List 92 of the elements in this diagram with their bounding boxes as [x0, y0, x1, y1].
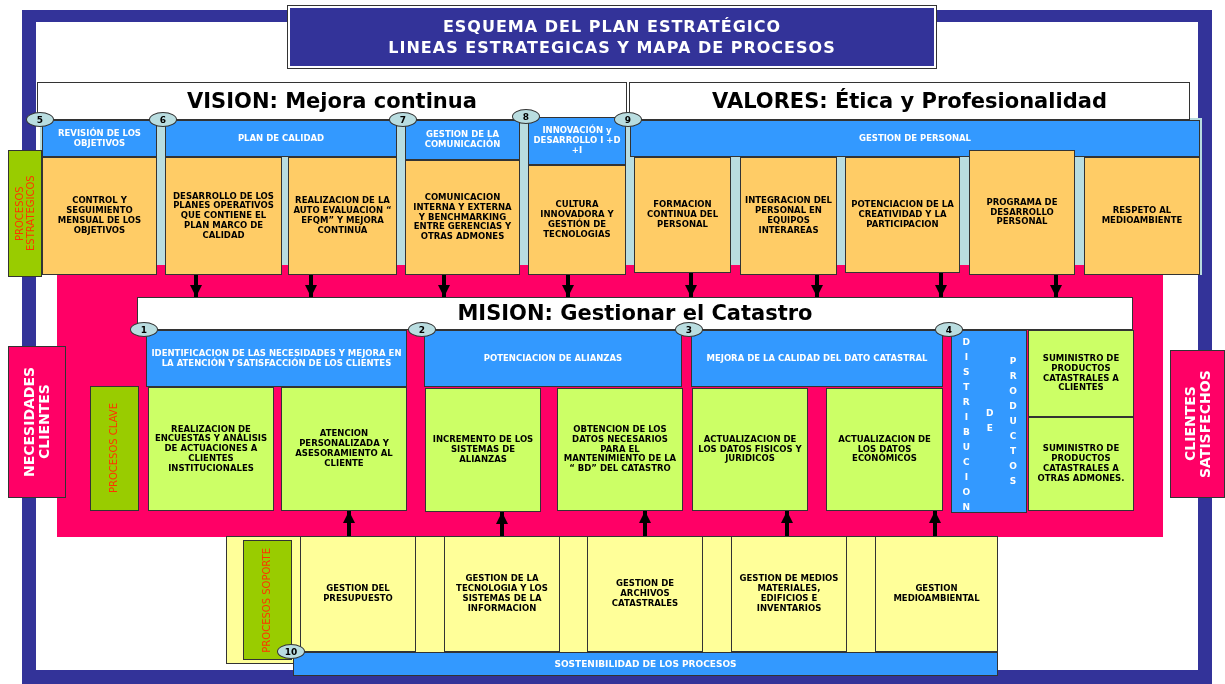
box-label: POTENCIACION DE ALIANZAS: [483, 353, 623, 364]
support-process-box: [587, 536, 703, 652]
box-label: GESTION DE ARCHIVOS CATASTRALES: [610, 579, 680, 609]
process-header: [951, 330, 1027, 513]
key-process-box: [692, 388, 808, 511]
box-label: PROCESOS ESTRATEGICOS: [14, 174, 36, 254]
box-label: INTEGRACION DEL PERSONAL EN EQUIPOS INTERAREAS: [744, 196, 833, 236]
box-label: CLIENTES SATISFECHOS: [1182, 369, 1213, 480]
key-process-box: [826, 388, 943, 511]
box-label: POTENCIACION DE LA CREATIVIDAD Y LA PARTICIPACION: [850, 200, 955, 230]
box-label: PROCESOS SOPORTE: [262, 547, 273, 653]
box-label: NECESIDADES CLIENTES: [22, 365, 52, 480]
box-label: PROGRAMA DE DESARROLLO PERSONAL: [985, 197, 1059, 228]
strategic-process-box: [740, 157, 837, 275]
diagram-title: ESQUEMA DEL PLAN ESTRATÉGICO: [442, 17, 782, 36]
arrow: [305, 275, 317, 297]
arrow: [781, 511, 793, 536]
process-header: [405, 120, 520, 160]
box-label: GESTION DE PERSONAL: [859, 133, 971, 144]
box-label: GESTION DE LA TECNOLOGIA Y LOS SISTEMAS DE LA INFORMACION: [455, 574, 549, 614]
box-label: DESARROLLO DE LOS PLANES OPERATIVOS QUE CONTIENE EL PLAN MARCO DE CALIDAD: [172, 191, 275, 241]
strategic-process-box: [634, 157, 731, 273]
strategic-process-box: [405, 160, 520, 275]
key-process-box: [1028, 330, 1134, 417]
process-header: [691, 330, 943, 387]
box-label: INNOVACIÓN y DESARROLLO I +D +I: [532, 126, 622, 156]
box-label: ATENCION PERSONALIZADA Y ASESORAMIENTO AL CLIENTE: [294, 429, 394, 469]
arrow: [190, 275, 202, 297]
process-header: [424, 330, 682, 387]
box-label: IDENTIFICACION DE LAS NECESIDADES Y MEJORA EN LA ATENCIÓN Y SATISFACCIÓN DE LOS CLIENTES: [150, 348, 403, 369]
strategic-process-box: [1084, 157, 1200, 275]
client-side-panel: [1170, 350, 1225, 498]
process-header: [42, 120, 157, 157]
process-category-panel: [90, 386, 139, 511]
box-label: INCREMENTO DE LOS SISTEMAS DE ALIANZAS: [431, 435, 535, 465]
strategic-process-box: [969, 150, 1075, 275]
process-header: [165, 120, 397, 157]
strategic-process-box: [165, 157, 282, 275]
arrow: [438, 275, 450, 297]
box-label: MEJORA DE LA CALIDAD DEL DATO CATASTRAL: [706, 353, 928, 364]
box-label: REALIZACION DE LA AUTO EVALUACION “ EFQM” Y MEJORA CONTINUA: [292, 196, 393, 236]
box-label: VALORES: Ética y Profesionalidad: [712, 88, 1107, 114]
box-label: GESTION MEDIOAMBIENTAL: [892, 584, 981, 604]
strategic-process-box: [288, 157, 397, 275]
arrow: [811, 275, 823, 297]
box-label: OBTENCION DE LOS DATOS NECESARIOS PARA EL MANTENIMIENTO DE LA “ BD” DEL CATASTRO: [562, 425, 678, 474]
box-label: CULTURA INNOVADORA Y GESTIÓN DE TECNOLOGIAS: [539, 200, 615, 240]
key-process-box: [281, 387, 407, 511]
box-label: ACTUALIZACION DE LOS DATOS FISICOS Y JURIDICOS: [697, 434, 803, 465]
arrow: [1050, 275, 1062, 297]
box-label: REALIZACION DE ENCUESTAS Y ANÁLISIS DE ACTUACIONES A CLIENTES INSTITUCIONALES: [153, 424, 269, 474]
process-header: [528, 117, 626, 165]
box-label: GESTION DE LA COMUNICACIÓN: [423, 130, 502, 150]
process-header: [146, 330, 407, 387]
key-process-box: [425, 388, 541, 512]
strategic-process-box: [528, 165, 626, 275]
key-process-box: [148, 387, 274, 511]
subtitle: LINEAS ESTRATEGICAS Y MAPA DE PROCESOS: [388, 38, 836, 57]
box-label: DISTRIBUCION DE PRODUCTOS: [960, 337, 1020, 509]
client-side-panel: [8, 346, 66, 498]
support-process-box: [444, 536, 560, 652]
key-process-box: [1028, 417, 1134, 511]
box-label: SUMINISTRO DE PRODUCTOS CATASTRALES A CLIENTES: [1041, 353, 1121, 394]
box-label: FORMACION CONTINUA DEL PERSONAL: [645, 200, 720, 230]
arrow: [343, 511, 355, 536]
box-label: PLAN DE CALIDAD: [237, 133, 325, 144]
strategic-process-box: [845, 157, 960, 273]
box-label: SUMINISTRO DE PRODUCTOS CATASTRALES A OTRAS ADMONES.: [1036, 444, 1126, 484]
box-label: PROCESOS CLAVE: [109, 403, 120, 494]
arrow: [496, 512, 508, 536]
arrow: [929, 511, 941, 536]
box-label: COMUNICACION INTERNA Y EXTERNA Y BENCHMARKING ENTRE GERENCIAS Y OTRAS ADMONES: [412, 193, 513, 242]
arrow: [639, 511, 651, 536]
box-label: VISION: Mejora continua: [187, 88, 477, 114]
key-process-box: [557, 388, 683, 511]
box-label: REVISIÓN DE LOS OBJETIVOS: [57, 128, 142, 149]
box-label: SOSTENIBILIDAD DE LOS PROCESOS: [554, 658, 737, 670]
statement-banner: [629, 82, 1190, 120]
arrow: [685, 273, 697, 297]
box-label: GESTION DEL PRESUPUESTO: [322, 584, 394, 604]
box-label: RESPETO AL MEDIOAMBIENTE: [1100, 206, 1184, 226]
arrow: [562, 275, 574, 297]
support-process-box: [300, 536, 416, 652]
box-label: ACTUALIZACION DE LOS DATOS ECONÓMICOS: [837, 434, 932, 465]
process-header: [630, 120, 1200, 157]
box-label: GESTION DE MEDIOS MATERIALES, EDIFICIOS E INVENTARIOS: [738, 574, 840, 614]
process-category-panel: [8, 150, 42, 277]
support-process-box: [731, 536, 847, 652]
strategic-process-box: [42, 157, 157, 275]
support-process-box: [875, 536, 998, 652]
arrow: [935, 273, 947, 297]
box-label: CONTROL Y SEGUIMIENTO MENSUAL DE LOS OBJETIVOS: [56, 196, 143, 236]
